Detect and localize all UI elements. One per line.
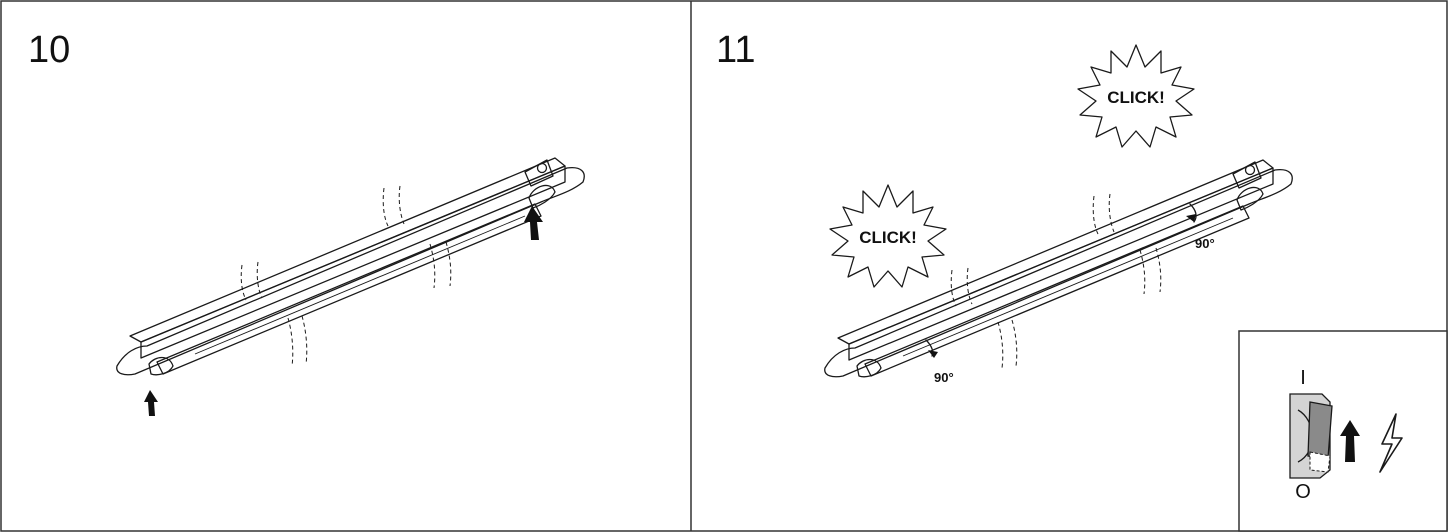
rotate-arrow-icon <box>1186 203 1197 223</box>
break-marks <box>240 185 452 367</box>
panel-step-10: 10 <box>28 29 585 416</box>
rocker-switch-icon <box>1289 393 1333 479</box>
on-mark: I <box>1300 367 1306 389</box>
click-label: CLICK! <box>859 228 917 247</box>
inset-frame <box>1238 330 1448 532</box>
off-mark: O <box>1295 481 1311 503</box>
up-arrow-icon <box>144 390 158 416</box>
switch-inset: I O <box>1238 330 1448 532</box>
light-fixture <box>824 159 1293 378</box>
step-number: 10 <box>28 29 70 71</box>
rotation-label: 90° <box>934 370 954 385</box>
click-burst-icon: CLICK! <box>1077 44 1195 148</box>
rotate-arrow-icon <box>925 339 938 358</box>
panel-step-11: 11 CLICK! CLICK! 90° <box>716 29 1448 532</box>
rotation-label: 90° <box>1195 236 1215 251</box>
click-label: CLICK! <box>1107 88 1165 107</box>
click-burst-icon: CLICK! <box>829 184 947 288</box>
break-marks <box>950 193 1162 369</box>
light-fixture <box>116 157 585 376</box>
step-number: 11 <box>716 29 755 71</box>
up-arrow-icon <box>524 206 543 240</box>
lightning-bolt-icon <box>1379 413 1403 473</box>
up-arrow-icon <box>1340 420 1360 462</box>
